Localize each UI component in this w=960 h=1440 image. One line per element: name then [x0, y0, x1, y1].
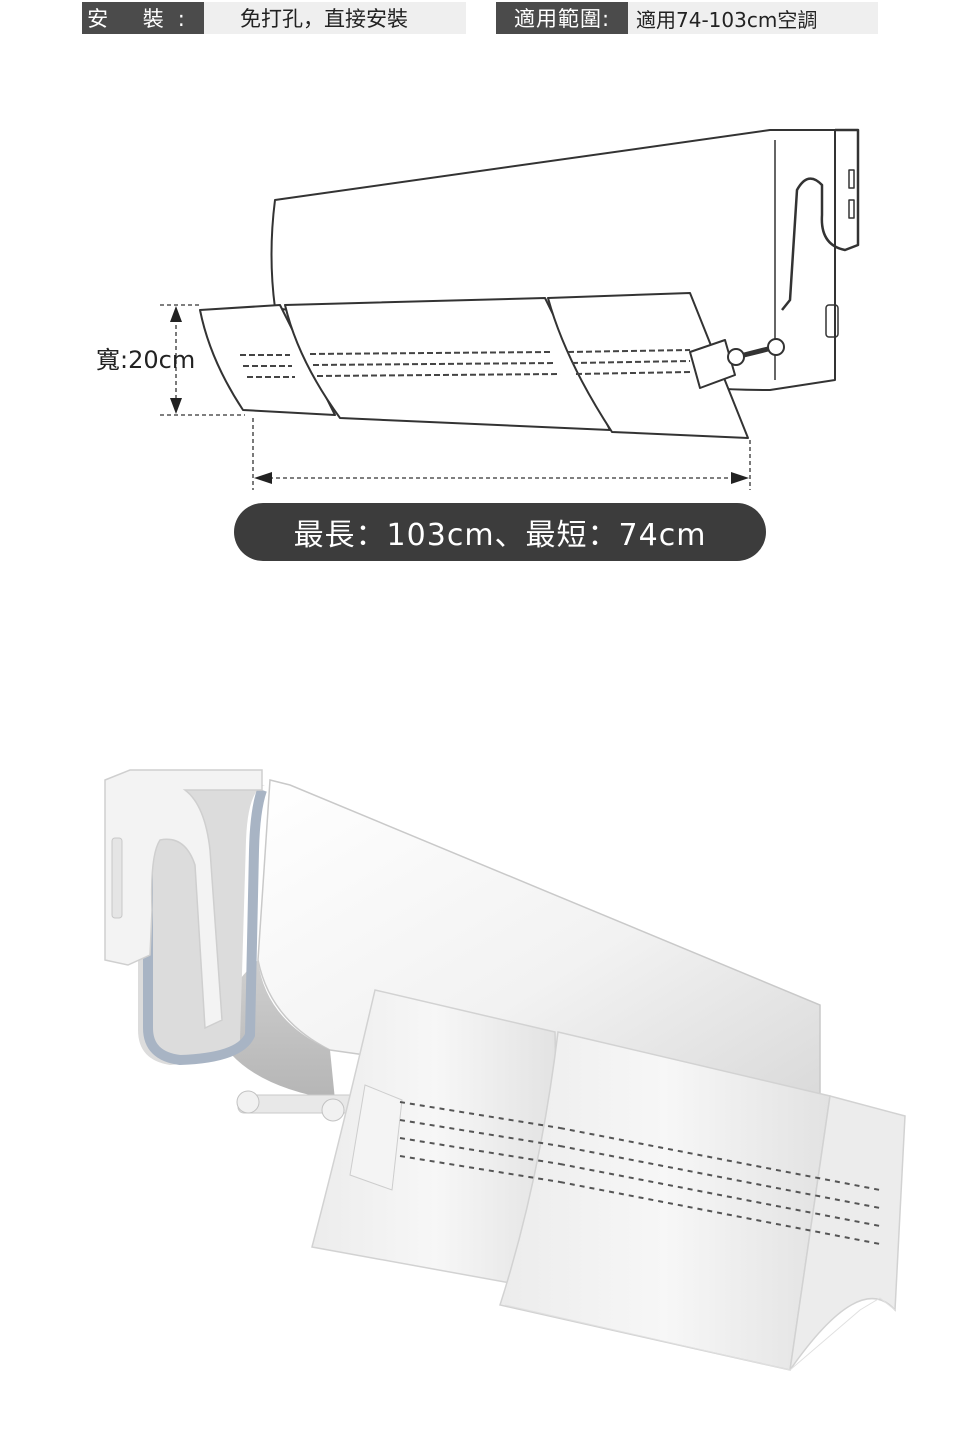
length-dimension-pill: 最長：103cm、最短：74cm — [234, 503, 766, 561]
ac-product-render — [104, 769, 906, 1371]
spec-range-value: 適用74-103cm空調 — [628, 2, 878, 34]
width-dimension-label: 寬:20cm — [96, 346, 196, 374]
ac-line-diagram — [160, 128, 860, 490]
spec-install-key: 安 裝: — [82, 2, 204, 34]
spec-range-key: 適用範圍: — [496, 2, 628, 34]
spec-install-value: 免打孔，直接安裝 — [204, 2, 466, 34]
spec-install: 安 裝: 免打孔，直接安裝 — [82, 2, 466, 34]
spec-range: 適用範圍: 適用74-103cm空調 — [496, 2, 878, 34]
